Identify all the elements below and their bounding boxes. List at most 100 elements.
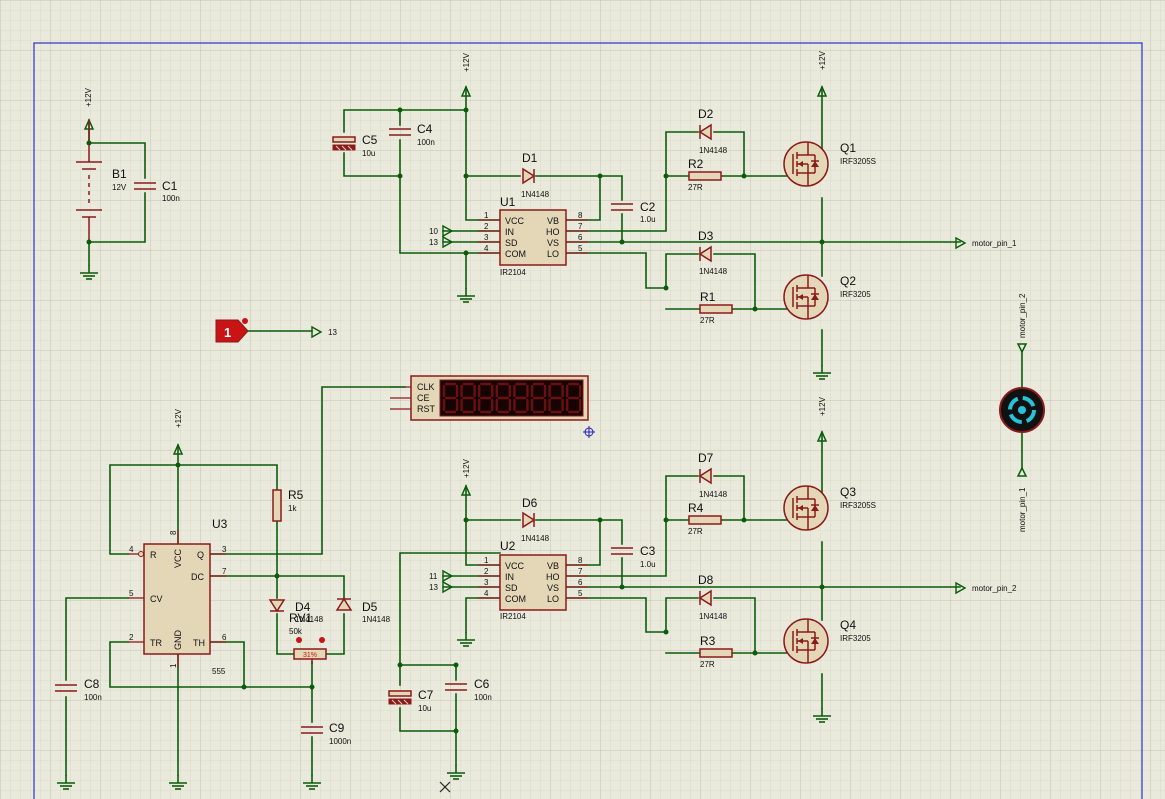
logic-state-source[interactable]: 1 13: [215, 318, 337, 343]
u2-pin-sd: SD: [505, 583, 518, 593]
mosfet-q4[interactable]: Q4 IRF3205: [783, 618, 871, 664]
r5-value: 1k: [288, 504, 297, 513]
u1-pinnum-4: 4: [484, 244, 489, 253]
d8-ref: D8: [698, 573, 714, 587]
u1-pinnum-5: 5: [578, 244, 583, 253]
capacitor-c8[interactable]: C8 100n: [54, 677, 102, 702]
motor-pin-top-label: motor_pin_2: [1018, 293, 1027, 338]
q3-ref: Q3: [840, 485, 856, 499]
u1-ref: U1: [500, 195, 516, 209]
capacitor-c9[interactable]: C9 1000n: [300, 721, 351, 746]
u3-pin-dc: DC: [191, 572, 204, 582]
resistor-r3[interactable]: R3 27R: [699, 634, 733, 669]
counter-digit: [566, 382, 582, 414]
u3-pin-r: R: [150, 550, 157, 560]
u1-pinnum-1: 1: [484, 211, 489, 220]
upper-driver-block: +12V: [343, 50, 961, 380]
c6-ref: C6: [474, 677, 490, 691]
resistor-r5[interactable]: R5 1k: [272, 488, 304, 522]
out1-label: motor_pin_1: [972, 239, 1017, 248]
battery-ref: B1: [112, 167, 127, 181]
capacitor-c5[interactable]: C5 10u: [332, 133, 378, 158]
resistor-r1[interactable]: R1 27R: [699, 290, 733, 325]
u3-pinnum-6: 6: [222, 633, 227, 642]
potentiometer-rv1[interactable]: 31% RV1 50k: [289, 611, 327, 664]
diode-d7[interactable]: D7 1N4148: [698, 451, 728, 499]
u1-pin-lo: LO: [547, 249, 559, 259]
capacitor-c7[interactable]: C7 10u: [388, 688, 434, 713]
diode-d4[interactable]: D4 1N4148: [269, 599, 324, 624]
dc-motor[interactable]: motor_pin_2 motor_pin_1: [999, 293, 1045, 532]
u2-pinnum-8: 8: [578, 556, 583, 565]
u2-input-terminals[interactable]: 11 13: [429, 570, 453, 593]
rv1-position: 31%: [303, 652, 317, 659]
u1-pin-com: COM: [505, 249, 526, 259]
driver-u2[interactable]: U2 IR2104 VCC IN SD COM VB HO VS LO 1 2 …: [478, 539, 588, 621]
battery-value: 12V: [112, 183, 127, 192]
d2-ref: D2: [698, 107, 714, 121]
u1-pinnum-8: 8: [578, 211, 583, 220]
output-terminal-motor-pin-1[interactable]: motor_pin_1: [955, 237, 1017, 249]
battery-block[interactable]: +12V B1 12V C1 100n: [76, 87, 180, 280]
driver-u1[interactable]: U1 IR2104 VCC IN SD COM VB HO VS LO 1 2 …: [478, 195, 588, 277]
c8-value: 100n: [84, 693, 102, 702]
c8-ref: C8: [84, 677, 100, 691]
u3-pin-vcc: VCC: [173, 548, 183, 568]
capacitor-c6[interactable]: C6 100n: [444, 677, 492, 702]
q1-ref: Q1: [840, 141, 856, 155]
q4-ref: Q4: [840, 618, 856, 632]
d7-value: 1N4148: [699, 490, 728, 499]
rv1-ref: RV1: [289, 611, 312, 625]
counter-pin-ce: CE: [417, 393, 430, 403]
u3-pinnum-7: 7: [222, 567, 227, 576]
mosfet-q1[interactable]: Q1 IRF3205S: [783, 141, 876, 187]
d5-value: 1N4148: [362, 615, 391, 624]
capacitor-c4[interactable]: C4 100n: [388, 122, 435, 147]
mosfet-q3[interactable]: Q3 IRF3205S: [783, 485, 876, 531]
c4-ref: C4: [417, 122, 433, 136]
resistor-r2[interactable]: R2 27R: [688, 157, 722, 192]
d6-ref: D6: [522, 496, 538, 510]
timer-u3[interactable]: U3 555 R VCC Q DC CV TR GND TH 4 8 3 7 5…: [128, 517, 228, 676]
diode-d3[interactable]: D3 1N4148: [698, 229, 728, 276]
rv1-value: 50k: [289, 627, 303, 636]
u1-power-label: +12V: [462, 52, 471, 72]
u3-pin-gnd: GND: [173, 630, 183, 651]
u3-part: 555: [212, 667, 226, 676]
r5-ref: R5: [288, 488, 304, 502]
mosfet-q2[interactable]: Q2 IRF3205: [783, 274, 871, 320]
logic-state-value: 1: [224, 325, 231, 340]
u3-pin-th: TH: [193, 638, 205, 648]
u1-input-terminals[interactable]: 10 13: [429, 225, 453, 248]
output-terminal-motor-pin-2[interactable]: motor_pin_2: [955, 582, 1017, 594]
diode-d2[interactable]: D2 1N4148: [698, 107, 728, 155]
diode-d5[interactable]: D5 1N4148: [336, 598, 391, 624]
u3-pin-tr: TR: [150, 638, 162, 648]
u2-pin-vs: VS: [547, 583, 559, 593]
diode-d8[interactable]: D8 1N4148: [698, 573, 728, 621]
counter-pin-clk: CLK: [417, 382, 435, 392]
resistor-r4[interactable]: R4 27R: [688, 501, 722, 536]
u3-pinnum-1: 1: [169, 663, 178, 668]
u2-pinnum-3: 3: [484, 578, 489, 587]
u1-pinnum-3: 3: [484, 233, 489, 242]
u2-pin-vb: VB: [547, 561, 559, 571]
c3-value: 1.0u: [640, 560, 656, 569]
q1-value: IRF3205S: [840, 157, 876, 166]
counter-display[interactable]: CLK CE RST: [390, 375, 589, 421]
d1-ref: D1: [522, 151, 538, 165]
power-rail-label: +12V: [84, 87, 93, 107]
u2-sd-net: 13: [429, 583, 438, 592]
diode-d6[interactable]: D6 1N4148: [521, 496, 550, 543]
capacitor-c2[interactable]: C2 1.0u: [610, 200, 656, 224]
u1-pinnum-2: 2: [484, 222, 489, 231]
c2-value: 1.0u: [640, 215, 656, 224]
diode-d1[interactable]: D1 1N4148: [521, 151, 550, 199]
capacitor-c3[interactable]: C3 1.0u: [610, 544, 656, 569]
counter-digits: [442, 382, 582, 414]
counter-digit: [548, 382, 564, 414]
u1-part: IR2104: [500, 268, 526, 277]
u1-pinnum-7: 7: [578, 222, 583, 231]
u3-pin-cv: CV: [150, 594, 163, 604]
